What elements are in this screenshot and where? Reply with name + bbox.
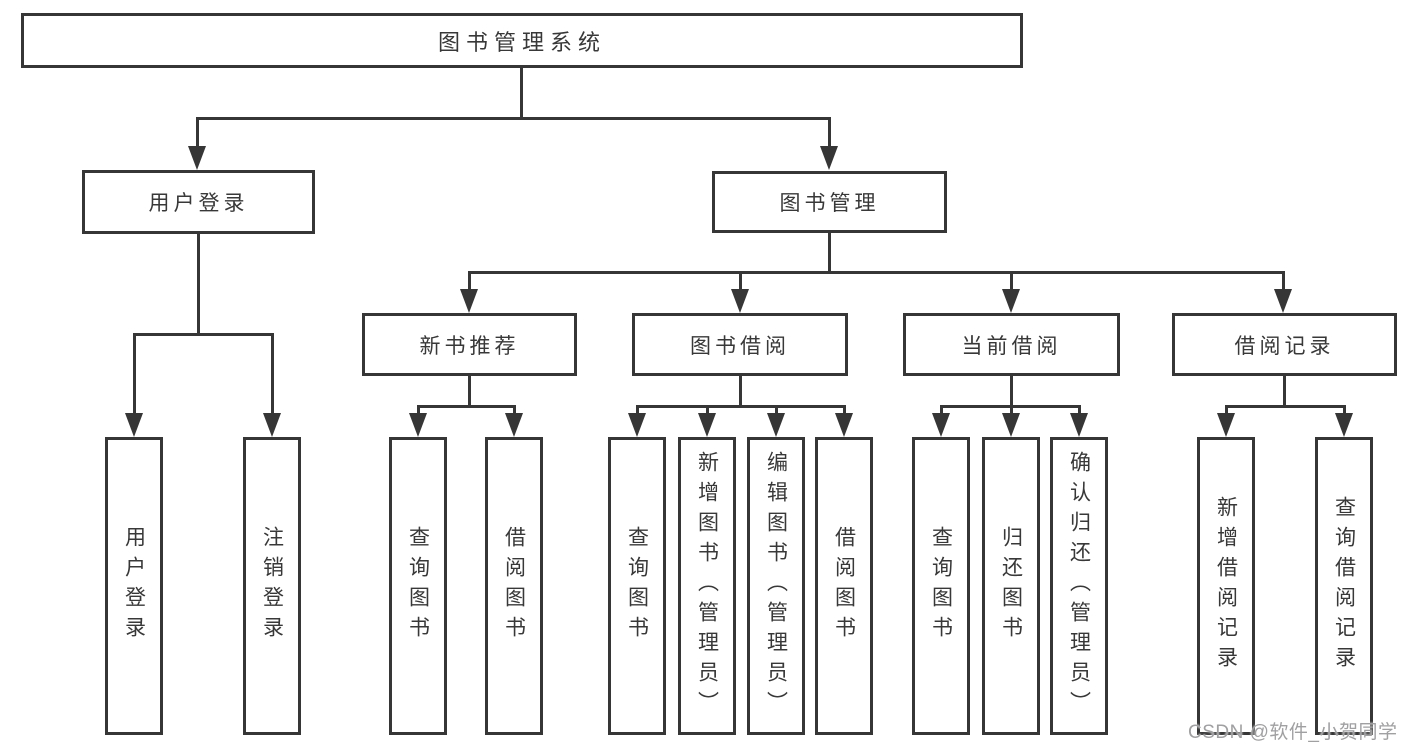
leaf-query-books-current-label: 查询图书 (929, 526, 953, 646)
leaf-add-book-admin: 新增图书（管理员） (678, 437, 736, 735)
connector-line (739, 271, 742, 291)
arrowhead-icon (1002, 289, 1020, 313)
node-book-borrow: 图书借阅 (632, 313, 848, 376)
node-root: 图书管理系统 (21, 13, 1023, 68)
leaf-add-book-admin-label: 新增图书（管理员） (695, 451, 719, 721)
node-new-book-recommend: 新书推荐 (362, 313, 577, 376)
node-new-book-recommend-label: 新书推荐 (419, 334, 520, 358)
connector-line (197, 117, 831, 120)
connector-line (706, 405, 709, 417)
connector-line (1225, 405, 1345, 408)
connector-line (197, 232, 200, 336)
arrowhead-icon (731, 289, 749, 313)
connector-line (468, 271, 471, 291)
leaf-confirm-return-admin: 确认归还（管理员） (1050, 437, 1108, 735)
connector-line (1078, 405, 1081, 417)
arrowhead-icon (820, 146, 838, 170)
connector-line (1010, 405, 1013, 417)
connector-line (468, 374, 471, 408)
arrowhead-icon (628, 413, 646, 437)
node-user-login-label: 用户登录 (148, 192, 249, 215)
arrowhead-icon (698, 413, 716, 437)
node-borrow-records: 借阅记录 (1172, 313, 1397, 376)
connector-line (1283, 374, 1286, 408)
leaf-user-login: 用户登录 (105, 437, 163, 735)
watermark: CSDN @软件_小贺同学 (1188, 722, 1398, 743)
arrowhead-icon (1335, 413, 1353, 437)
node-book-borrow-label: 图书借阅 (690, 334, 790, 358)
arrowhead-icon (932, 413, 950, 437)
connector-line (271, 333, 274, 415)
leaf-borrow-books-2: 借阅图书 (815, 437, 873, 735)
node-current-borrow-label: 当前借阅 (961, 334, 1062, 358)
arrowhead-icon (125, 413, 143, 437)
leaf-borrow-books-recommend-label: 借阅图书 (502, 526, 526, 646)
leaf-return-book: 归还图书 (982, 437, 1040, 735)
connector-line (133, 333, 273, 336)
arrowhead-icon (460, 289, 478, 313)
connector-line (775, 405, 778, 417)
leaf-query-books-current: 查询图书 (912, 437, 970, 735)
node-borrow-records-label: 借阅记录 (1234, 334, 1335, 358)
connector-line (828, 117, 831, 148)
arrowhead-icon (835, 413, 853, 437)
leaf-query-borrow-record: 查询借阅记录 (1315, 437, 1373, 735)
node-book-management: 图书管理 (712, 171, 947, 233)
connector-line (133, 333, 136, 415)
arrowhead-icon (1274, 289, 1292, 313)
leaf-add-borrow-record: 新增借阅记录 (1197, 437, 1255, 735)
node-root-label: 图书管理系统 (437, 29, 606, 55)
leaf-confirm-return-admin-label: 确认归还（管理员） (1067, 451, 1091, 721)
arrowhead-icon (1070, 413, 1088, 437)
connector-line (468, 271, 1285, 274)
connector-line (520, 66, 523, 118)
connector-line (417, 405, 420, 417)
node-book-management-label: 图书管理 (779, 192, 880, 215)
leaf-query-books-recommend: 查询图书 (389, 437, 447, 735)
leaf-query-books-recommend-label: 查询图书 (406, 526, 430, 646)
leaf-logout-label: 注销登录 (260, 526, 284, 646)
arrowhead-icon (505, 413, 523, 437)
arrowhead-icon (409, 413, 427, 437)
leaf-return-book-label: 归还图书 (999, 526, 1023, 646)
arrowhead-icon (1217, 413, 1235, 437)
leaf-borrow-books-2-label: 借阅图书 (832, 526, 856, 646)
connector-line (636, 405, 845, 408)
arrowhead-icon (188, 146, 206, 170)
leaf-edit-book-admin-label: 编辑图书（管理员） (764, 451, 788, 721)
connector-line (417, 405, 515, 408)
connector-line (1282, 271, 1285, 291)
connector-line (196, 117, 199, 148)
connector-line (739, 374, 742, 408)
arrowhead-icon (263, 413, 281, 437)
leaf-user-login-label: 用户登录 (122, 526, 146, 646)
node-current-borrow: 当前借阅 (903, 313, 1120, 376)
connector-line (1225, 405, 1228, 417)
connector-line (1010, 374, 1013, 408)
connector-line (636, 405, 639, 417)
leaf-borrow-books-recommend: 借阅图书 (485, 437, 543, 735)
connector-line (1343, 405, 1346, 417)
connector-line (843, 405, 846, 417)
leaf-add-borrow-record-label: 新增借阅记录 (1214, 496, 1238, 676)
arrowhead-icon (1002, 413, 1020, 437)
leaf-query-books-borrow: 查询图书 (608, 437, 666, 735)
connector-line (1010, 271, 1013, 291)
node-user-login: 用户登录 (82, 170, 315, 234)
connector-line (513, 405, 516, 417)
leaf-edit-book-admin: 编辑图书（管理员） (747, 437, 805, 735)
arrowhead-icon (767, 413, 785, 437)
connector-line (940, 405, 943, 417)
leaf-query-books-borrow-label: 查询图书 (625, 526, 649, 646)
leaf-query-borrow-record-label: 查询借阅记录 (1332, 496, 1356, 676)
leaf-logout: 注销登录 (243, 437, 301, 735)
connector-line (828, 231, 831, 274)
